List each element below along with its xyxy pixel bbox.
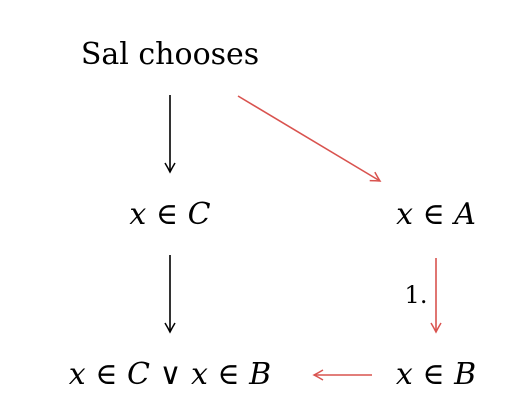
arrow-sal-to-a xyxy=(237,95,382,182)
node-sal-chooses: Sal chooses xyxy=(81,37,259,72)
node-x-in-a: x ∈ A xyxy=(396,197,476,232)
node-x-in-b: x ∈ B xyxy=(396,357,476,392)
edge-label-a-to-b: 1. xyxy=(405,281,428,309)
node-x-in-c-or-b: x ∈ C ∨ x ∈ B xyxy=(69,357,271,392)
node-x-in-c: x ∈ C xyxy=(129,197,210,232)
